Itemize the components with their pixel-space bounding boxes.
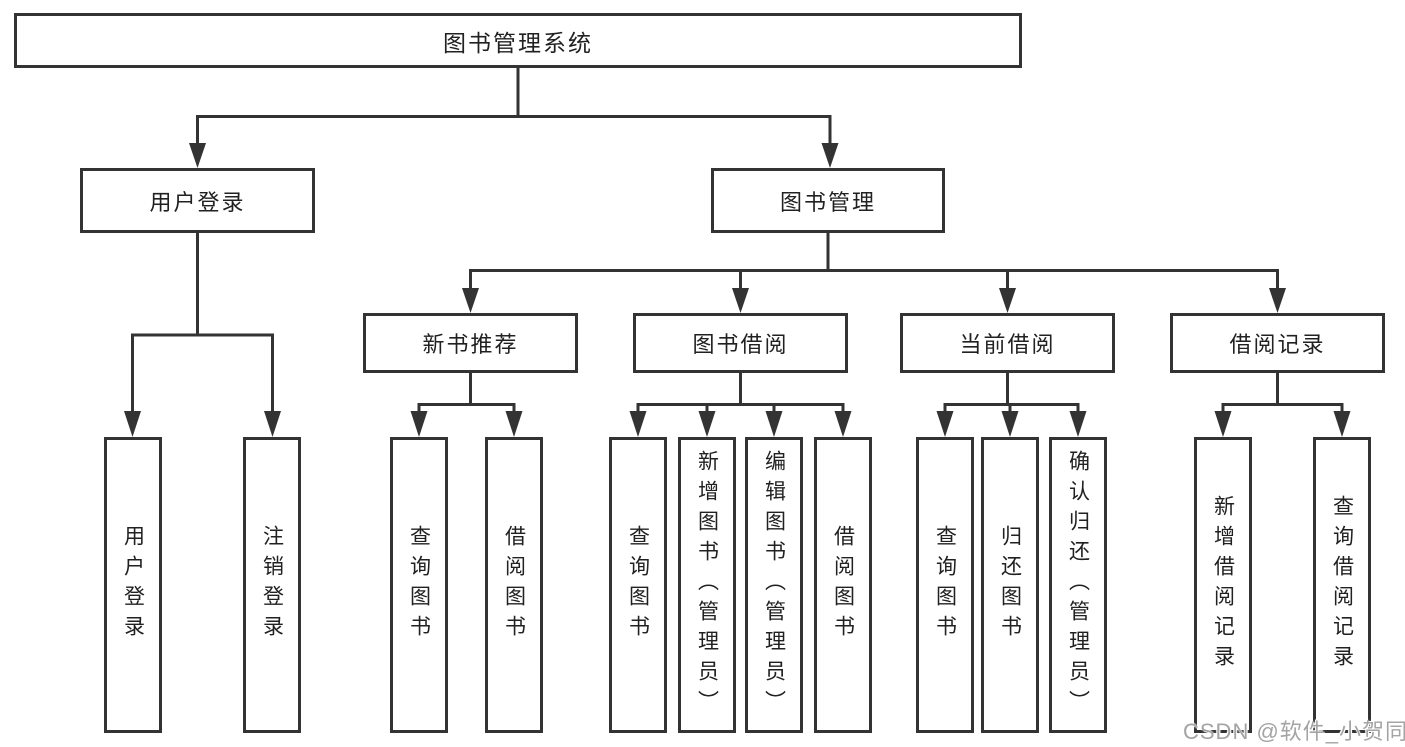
leaf-user-login: 用户登录 <box>104 437 162 733</box>
leaf-add-borrow-record: 新增借阅记录 <box>1194 437 1252 733</box>
leaf-edit-books-admin: 编辑图书（管理员） <box>745 437 803 733</box>
leaf-add-books-admin: 新增图书（管理员） <box>678 437 736 733</box>
node-new-book-recommendation: 新书推荐 <box>363 313 578 373</box>
leaf-query-books-recommend: 查询图书 <box>390 437 448 733</box>
edge-records-to-children <box>1221 373 1344 415</box>
node-current-borrowing: 当前借阅 <box>900 313 1115 373</box>
leaf-query-books-current: 查询图书 <box>916 437 974 733</box>
leaf-query-books-borrow: 查询图书 <box>609 437 667 733</box>
leaf-confirm-return-admin: 确认归还（管理员） <box>1049 437 1107 733</box>
leaf-return-books: 归还图书 <box>981 437 1039 733</box>
csdn-watermark: CSDN @软件_小贺同学 <box>1183 719 1405 744</box>
leaf-borrow-books-recommend: 借阅图书 <box>485 437 543 733</box>
leaf-borrow-books: 借阅图书 <box>814 437 872 733</box>
edge-current-to-children <box>943 373 1080 415</box>
node-user-login-branch: 用户登录 <box>80 168 315 233</box>
leaf-logout: 注销登录 <box>243 437 301 733</box>
node-borrowing-records: 借阅记录 <box>1170 313 1385 373</box>
edge-login-to-children <box>131 233 274 415</box>
node-book-borrowing: 图书借阅 <box>633 313 848 373</box>
edge-newbook-to-children <box>417 373 516 415</box>
node-book-management-branch: 图书管理 <box>711 168 945 233</box>
node-library-management-system: 图书管理系统 <box>14 13 1022 68</box>
leaf-query-borrow-record: 查询借阅记录 <box>1313 437 1371 733</box>
edge-borrow-to-children <box>636 373 845 415</box>
edge-root-to-level2 <box>196 68 832 148</box>
edge-manage-to-groups <box>469 233 1279 291</box>
